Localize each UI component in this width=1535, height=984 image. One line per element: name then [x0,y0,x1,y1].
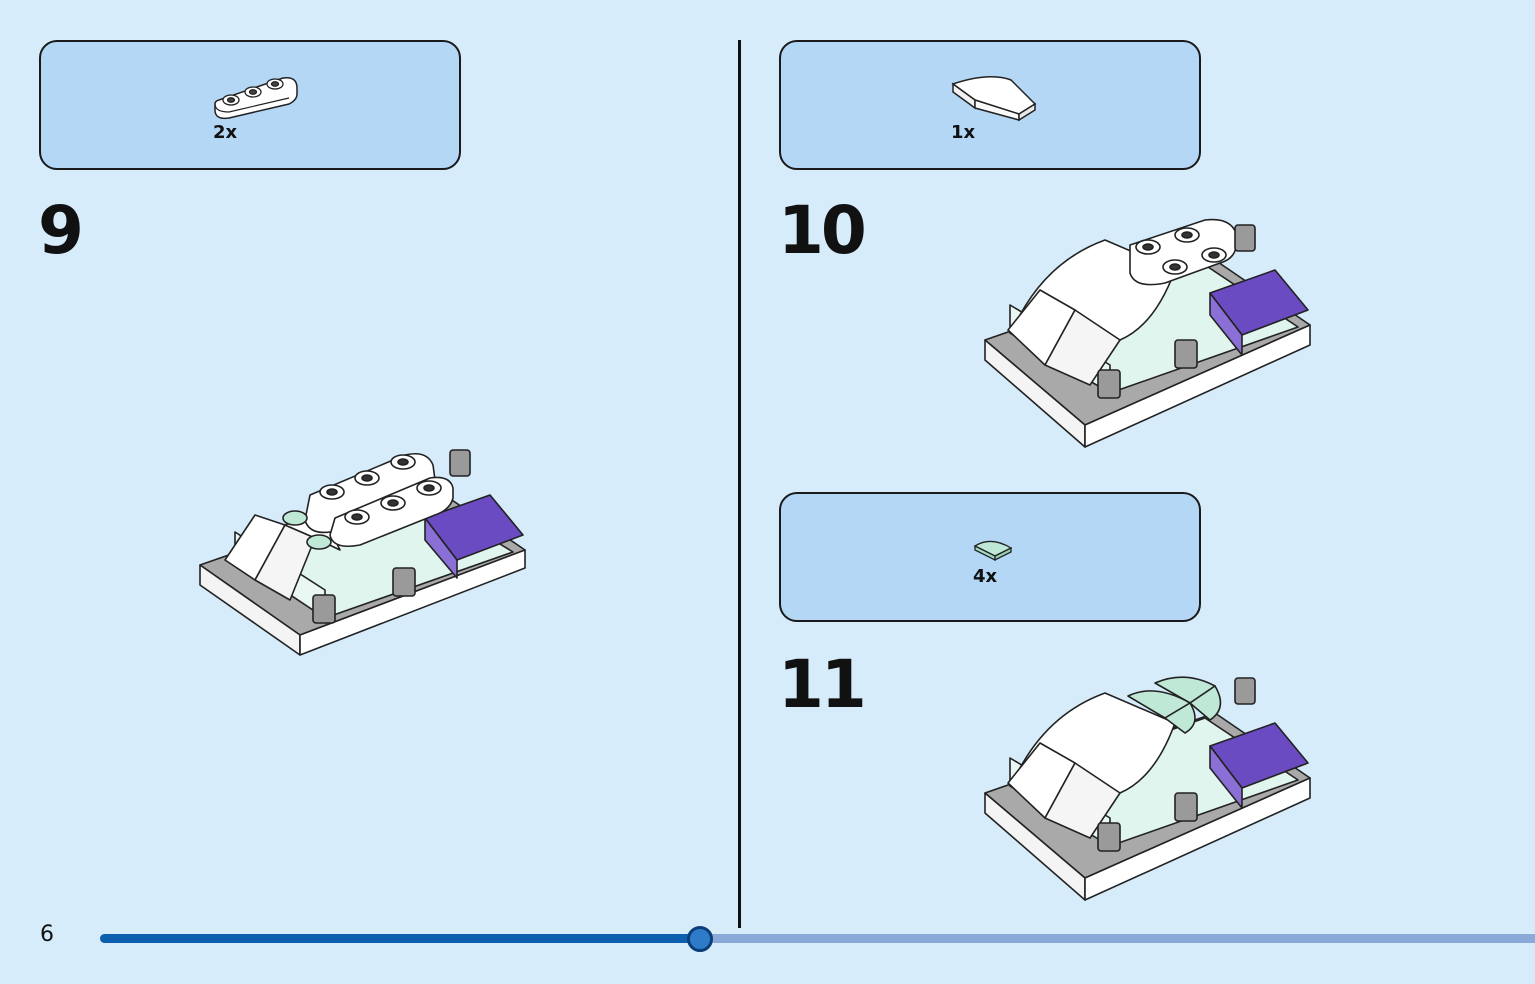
parts-box-step-11: 4x [779,492,1201,622]
quarter-tile-mint-icon [973,540,1013,562]
model-step-10-illustration [984,218,1311,448]
step-number-9: 9 [38,192,84,269]
plate-1x3-rounded-white-icon [214,76,298,120]
part-quantity: 4x [973,566,998,587]
parts-box-step-10: 1x [779,40,1201,170]
model-step-11-illustration [984,676,1311,901]
model-step-9-illustration [199,449,526,656]
parts-box-step-9: 2x [39,40,461,170]
progress-marker [686,926,713,952]
page-number: 6 [40,922,54,947]
page-divider [738,40,741,928]
progress-bar-fill [100,934,700,943]
part-quantity: 1x [951,122,976,143]
progress-bar [100,926,1535,952]
curved-slope-white-icon [951,76,1037,122]
part-quantity: 2x [213,122,238,143]
step-number-11: 11 [778,646,867,723]
step-number-10: 10 [778,192,867,269]
